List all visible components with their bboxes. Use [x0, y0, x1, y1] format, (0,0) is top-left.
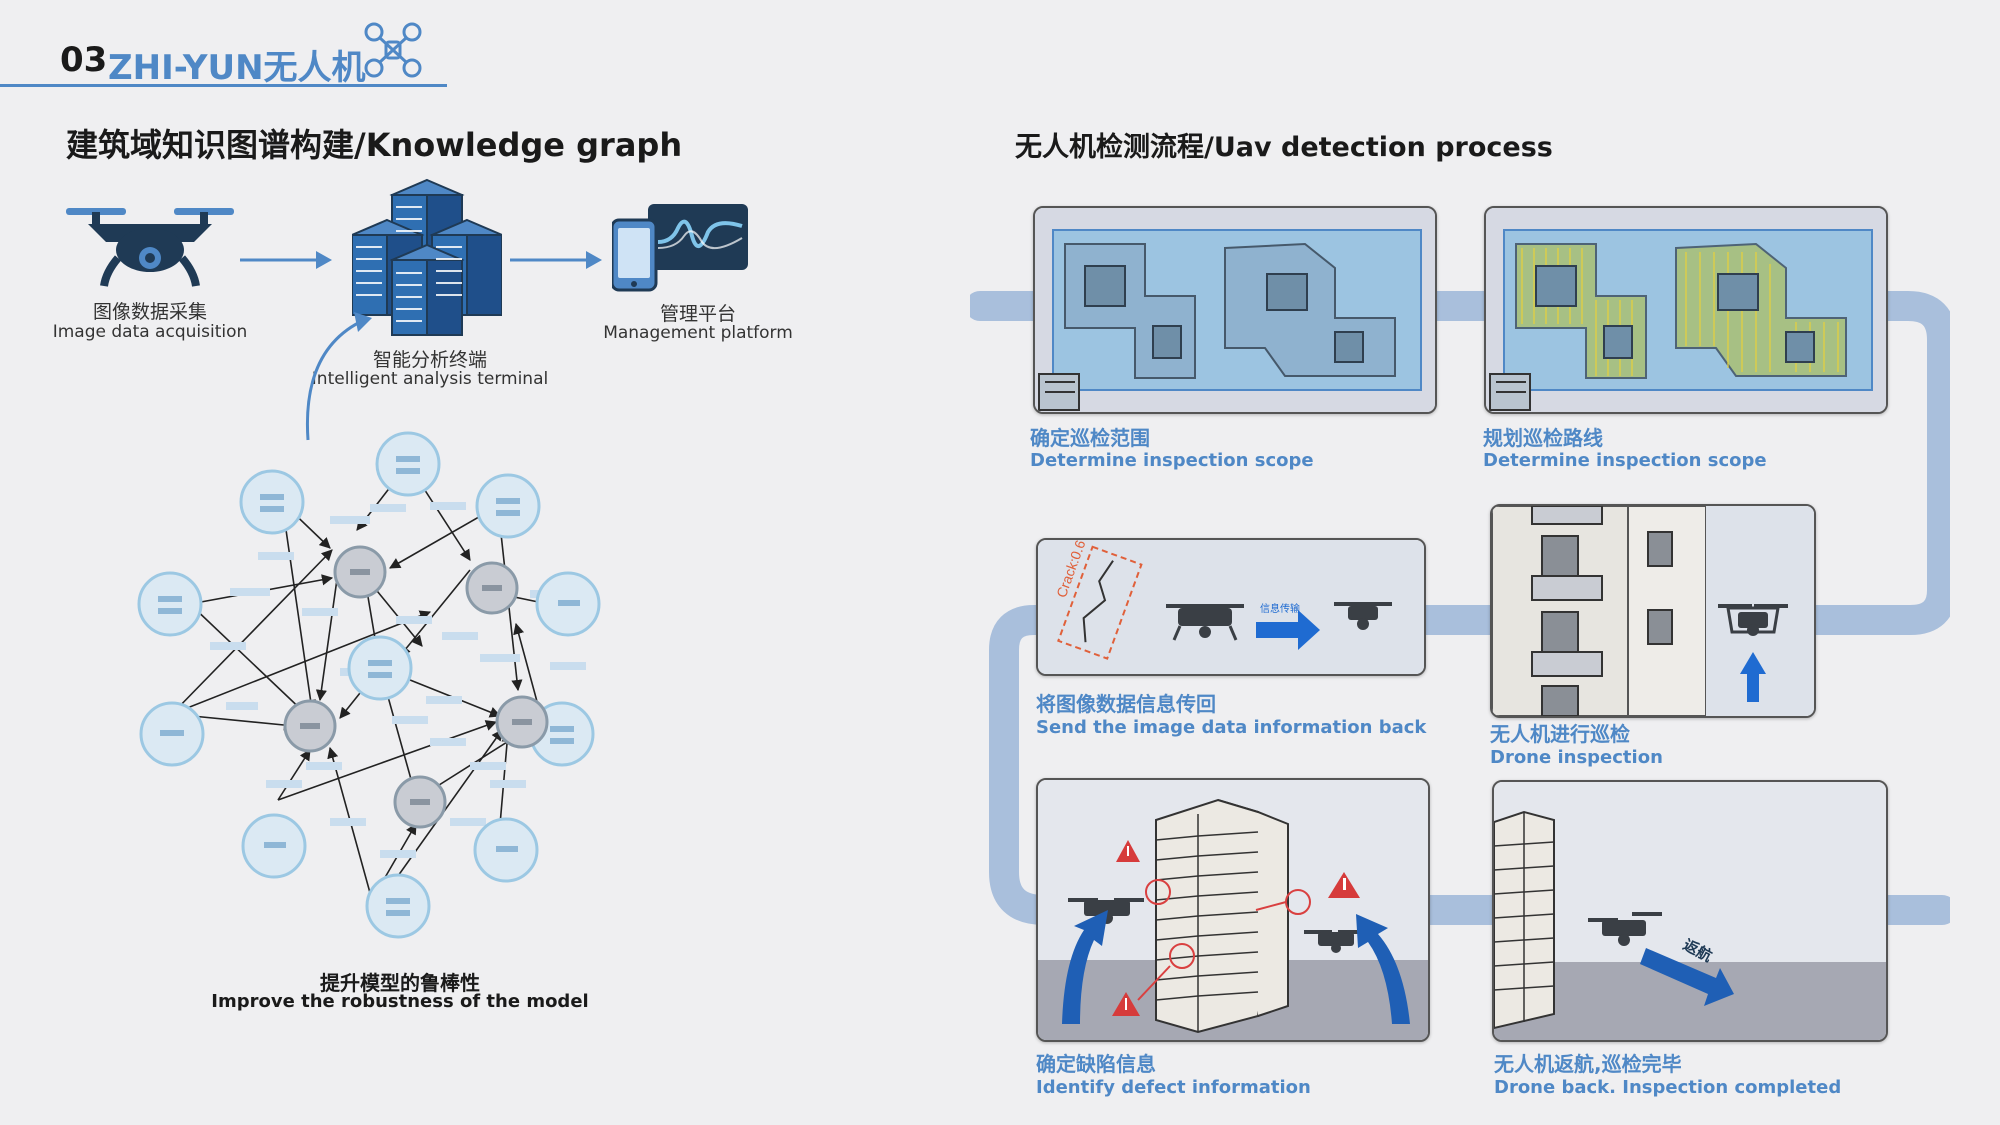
step-6-title-en: Drone back. Inspection completed	[1494, 1077, 1842, 1098]
blue-curved-arrow-icon	[1062, 910, 1410, 1024]
knowledge-graph-title: 建筑域知识图谱构建/Knowledge graph	[66, 126, 683, 164]
drone-icon	[1068, 898, 1366, 953]
drone-icon	[1166, 604, 1244, 641]
graph-edge-labels	[210, 502, 586, 858]
drone-icon	[1334, 602, 1392, 630]
step-4-title-zh: 无人机进行巡检	[1490, 722, 1630, 746]
drone-icon	[1588, 912, 1662, 946]
step-5-image	[1036, 778, 1430, 1042]
step-1-title-zh: 确定巡检范围	[1030, 426, 1150, 450]
step-2-image	[1484, 206, 1888, 414]
brand-title: ZHI-YUN无人机	[108, 48, 366, 88]
feedback-arrow	[305, 312, 372, 441]
step-3-title-en: Send the image data information back	[1036, 717, 1427, 738]
step-4-image	[1490, 504, 1816, 718]
section-number: 03	[60, 40, 108, 80]
drone-icon	[1718, 604, 1788, 636]
step-2-title-en: Determine inspection scope	[1483, 450, 1767, 471]
drone-icon	[66, 202, 236, 292]
step-6-image: 返航	[1492, 780, 1888, 1042]
terminal-label-en: Intelligent analysis terminal	[311, 369, 549, 389]
acquisition-label-en: Image data acquisition	[52, 322, 248, 342]
platform-label-en: Management platform	[603, 323, 793, 343]
process-flow-track	[970, 291, 1950, 925]
transfer-label: 信息传输	[1260, 602, 1300, 615]
flow-arrow-1	[240, 251, 332, 269]
graph-node-blurred-text	[158, 456, 580, 916]
step-6-title-zh: 无人机返航,巡检完毕	[1494, 1052, 1682, 1076]
graph-edges	[171, 463, 549, 901]
robustness-label-zh: 提升模型的鲁棒性	[320, 971, 480, 995]
terminal-label-zh: 智能分析终端	[372, 349, 487, 371]
knowledge-graph	[130, 420, 670, 940]
header-underline	[0, 84, 447, 87]
step-1-title-en: Determine inspection scope	[1030, 450, 1314, 471]
drone-logo-icon	[362, 20, 424, 80]
platform-label-zh: 管理平台	[659, 303, 736, 325]
flow-arrow-2	[510, 251, 602, 269]
step-1-image	[1033, 206, 1437, 414]
step-5-title-en: Identify defect information	[1036, 1077, 1311, 1098]
acquisition-label-zh: 图像数据采集	[92, 301, 207, 323]
up-arrow-icon	[1740, 652, 1766, 702]
step-4-title-en: Drone inspection	[1490, 747, 1663, 768]
graph-hub-blurred-text	[300, 569, 532, 805]
transfer-arrow-icon: 信息传输	[1256, 602, 1320, 650]
robustness-label-en: Improve the robustness of the model	[211, 991, 589, 1012]
return-arrow-icon	[1640, 948, 1734, 1006]
management-platform-icon	[610, 202, 752, 292]
step-2-title-zh: 规划巡检路线	[1483, 426, 1603, 450]
server-cluster-icon	[349, 175, 505, 340]
step-3-title-zh: 将图像数据信息传回	[1036, 692, 1216, 716]
step-5-title-zh: 确定缺陷信息	[1036, 1052, 1156, 1076]
uav-process-title: 无人机检测流程/Uav detection process	[1015, 132, 1553, 163]
step-3-image: Crack:0.6 信息传输	[1036, 538, 1426, 676]
graph-outer-nodes	[137, 431, 601, 939]
